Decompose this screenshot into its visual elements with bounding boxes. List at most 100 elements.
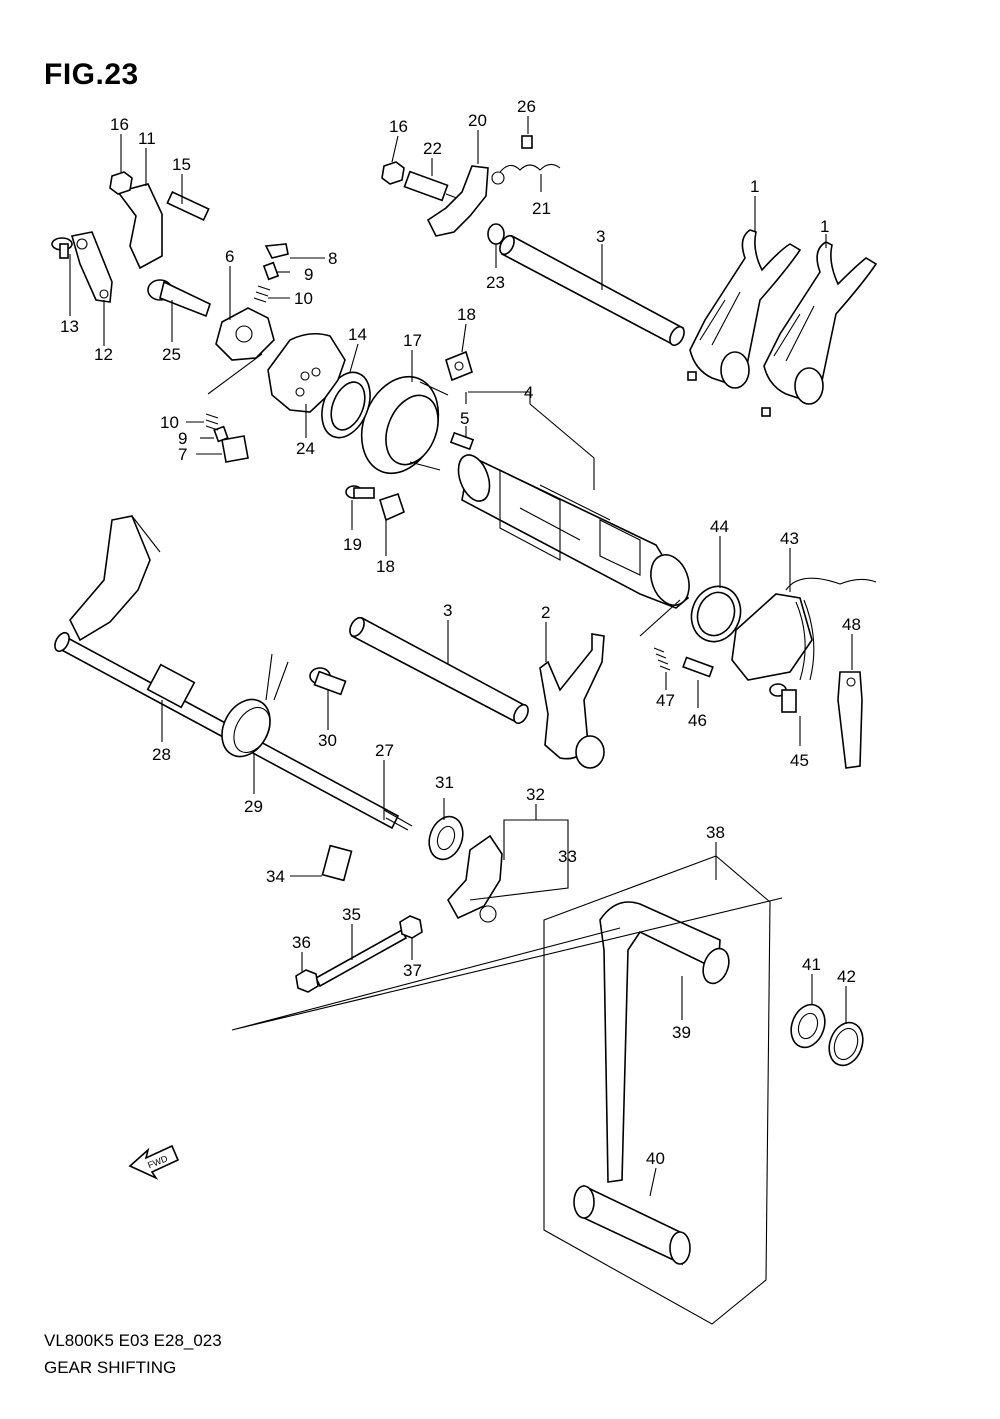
callout-21: 21 [532, 199, 551, 218]
pin-9-upper [262, 261, 280, 281]
callout-12: 12 [94, 345, 113, 364]
callout-39: 39 [672, 1023, 691, 1042]
bolt-30 [309, 667, 347, 696]
link-rod-35 [314, 928, 408, 988]
callout-3b: 3 [443, 601, 452, 620]
callout-34: 34 [266, 867, 285, 886]
callout-5: 5 [460, 409, 469, 428]
callout-45: 45 [790, 751, 809, 770]
callout-4: 4 [524, 383, 533, 402]
shift-fork-upper-2 [761, 241, 878, 417]
washer-41 [790, 1003, 826, 1049]
figure-title: FIG.23 [44, 58, 139, 91]
gearshift-cam-drum [457, 454, 690, 609]
callout-30: 30 [318, 731, 337, 750]
pin-5 [449, 431, 475, 451]
washer-23 [487, 223, 505, 245]
bearing [360, 375, 449, 475]
nut-16-left [109, 171, 133, 195]
shift-fork-upper-1 [687, 229, 802, 389]
fork-shaft-upper [499, 234, 685, 347]
nut-37 [399, 915, 423, 939]
callout-38: 38 [706, 823, 725, 842]
return-spring-29 [221, 653, 289, 758]
callout-18a: 18 [457, 305, 476, 324]
callout-23: 23 [486, 273, 505, 292]
cam-pawl-8 [264, 243, 289, 259]
nut-36 [295, 969, 319, 993]
stopper-plate-11 [116, 183, 163, 270]
callout-labels: 1 1 2 3 3 4 5 6 7 8 9 9 10 10 11 12 13 1… [60, 97, 861, 1168]
callout-9a: 9 [304, 265, 313, 284]
callout-6: 6 [225, 247, 234, 266]
callout-33: 33 [558, 847, 577, 866]
callout-16a: 16 [110, 115, 129, 134]
callout-16b: 16 [389, 117, 408, 136]
callout-41: 41 [802, 955, 821, 974]
screw-26 [521, 135, 533, 149]
pedal-rubber-40 [573, 1184, 691, 1266]
callout-1b: 1 [820, 217, 829, 236]
callout-19: 19 [343, 535, 362, 554]
gearshift-pedal-39 [599, 901, 730, 1183]
washer-18-lower [379, 492, 405, 522]
callout-40: 40 [646, 1149, 665, 1168]
circlip-42 [828, 1021, 864, 1067]
callout-31: 31 [435, 773, 454, 792]
washer-18-upper [445, 350, 473, 382]
callout-8: 8 [328, 249, 337, 268]
gearshift-shaft-28 [54, 515, 400, 830]
spring-47 [653, 647, 671, 671]
fork-shaft-lower [349, 616, 529, 725]
callout-37: 37 [403, 961, 422, 980]
diagram-caption: GEAR SHIFTING [44, 1358, 177, 1377]
callout-10a: 10 [294, 289, 313, 308]
pin-46 [682, 656, 714, 678]
clamp-48 [837, 671, 863, 769]
shift-pin-22 [403, 170, 463, 202]
bolt-25 [147, 279, 211, 318]
o-ring-44 [690, 585, 742, 643]
callout-13: 13 [60, 317, 79, 336]
callout-46: 46 [688, 711, 707, 730]
callout-26: 26 [517, 97, 536, 116]
callout-24: 24 [296, 439, 315, 458]
gear-position-switch-43 [731, 577, 877, 681]
callout-36: 36 [292, 933, 311, 952]
cam-pawl-7 [221, 435, 249, 463]
callout-18b: 18 [376, 557, 395, 576]
spline-27 [383, 809, 413, 831]
callout-15: 15 [172, 155, 191, 174]
cam-stopper-plate [267, 332, 346, 413]
callout-2: 2 [541, 603, 550, 622]
washer-14 [321, 371, 371, 439]
callout-42: 42 [837, 967, 856, 986]
shift-cam [215, 307, 275, 361]
callout-44: 44 [710, 517, 729, 536]
diagram-code: VL800K5 E03 E28_023 [44, 1331, 222, 1350]
callout-43: 43 [780, 529, 799, 548]
callout-27: 27 [375, 741, 394, 760]
callout-17: 17 [403, 331, 422, 350]
bolt-13 [51, 237, 73, 259]
callout-14: 14 [348, 325, 367, 344]
bolt-19 [345, 485, 375, 499]
spring-21 [491, 163, 561, 185]
callout-25: 25 [162, 345, 181, 364]
leader-lines [69, 116, 853, 1197]
callout-22: 22 [423, 139, 442, 158]
callout-10b: 10 [160, 413, 179, 432]
stud-15 [166, 191, 210, 221]
callout-3a: 3 [596, 227, 605, 246]
oil-seal-31 [428, 815, 464, 861]
callout-9b: 9 [178, 429, 187, 448]
callout-28: 28 [152, 745, 171, 764]
stopper-arm-12 [70, 231, 113, 303]
callout-7: 7 [178, 445, 187, 464]
callout-11: 11 [138, 129, 156, 148]
bolt-34 [321, 844, 353, 882]
forward-arrow-icon: FWD [128, 1144, 180, 1180]
callout-35: 35 [342, 905, 361, 924]
